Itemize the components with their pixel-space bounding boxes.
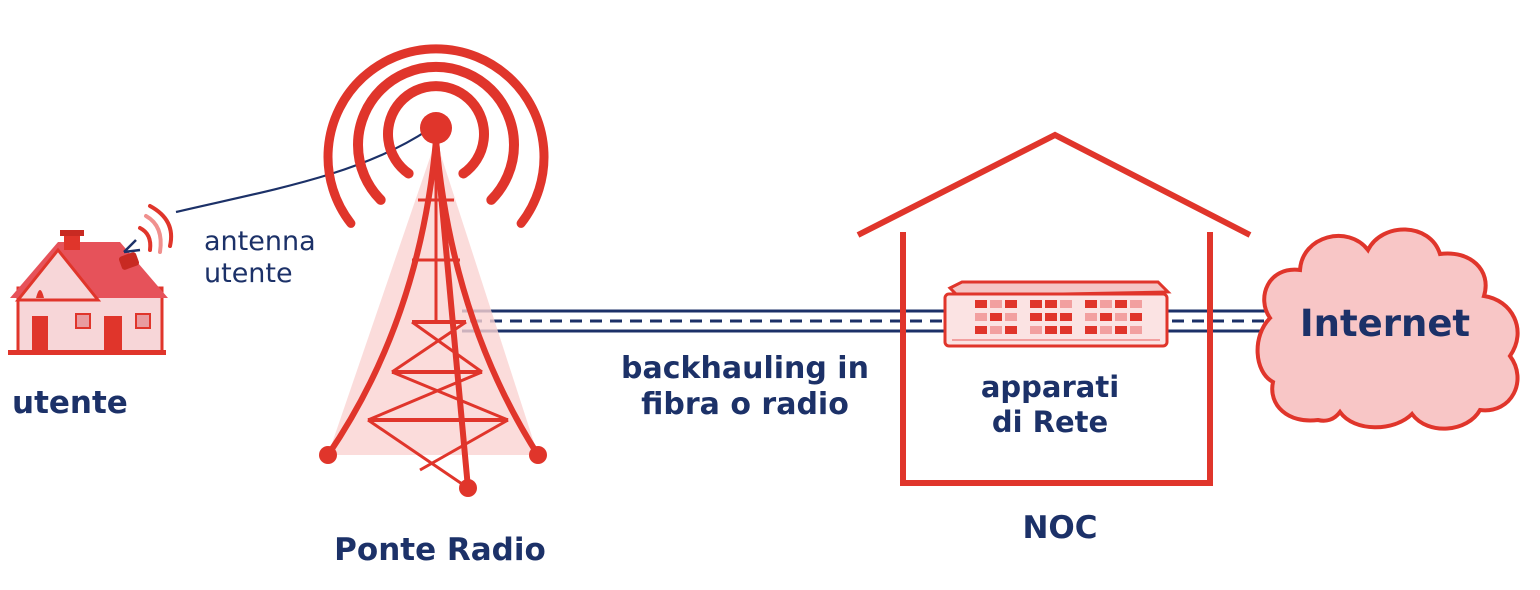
internet-label: Internet — [1299, 302, 1471, 345]
radio-waves-icon — [323, 44, 549, 228]
wireless-link-line — [175, 129, 429, 214]
noc-label: NOC — [1022, 510, 1098, 546]
radio-tower-icon — [319, 112, 547, 497]
apparati-label: apparati di Rete — [950, 370, 1150, 440]
apparati-label-line1: apparati — [980, 370, 1120, 404]
user-antenna-icon — [118, 204, 173, 270]
utente-label: utente — [12, 385, 128, 421]
noc-building-icon — [856, 131, 1252, 486]
backhaul-link — [462, 309, 945, 333]
antenna-label: antenna utente — [204, 226, 316, 291]
backhauling-label: backhauling in fibra o radio — [590, 351, 900, 423]
backhauling-label-line2: fibra o radio — [641, 387, 849, 422]
apparati-label-line2: di Rete — [991, 404, 1109, 439]
antenna-label-line2: utente — [204, 258, 293, 290]
ponte-radio-label: Ponte Radio — [334, 532, 546, 568]
antenna-label-line1: antenna — [204, 226, 316, 257]
backhauling-label-line1: backhauling in — [621, 351, 869, 386]
network-device-icon — [943, 280, 1172, 348]
internet-cloud-icon — [1255, 227, 1520, 431]
internet-link — [1165, 309, 1270, 333]
house-icon — [8, 230, 168, 355]
